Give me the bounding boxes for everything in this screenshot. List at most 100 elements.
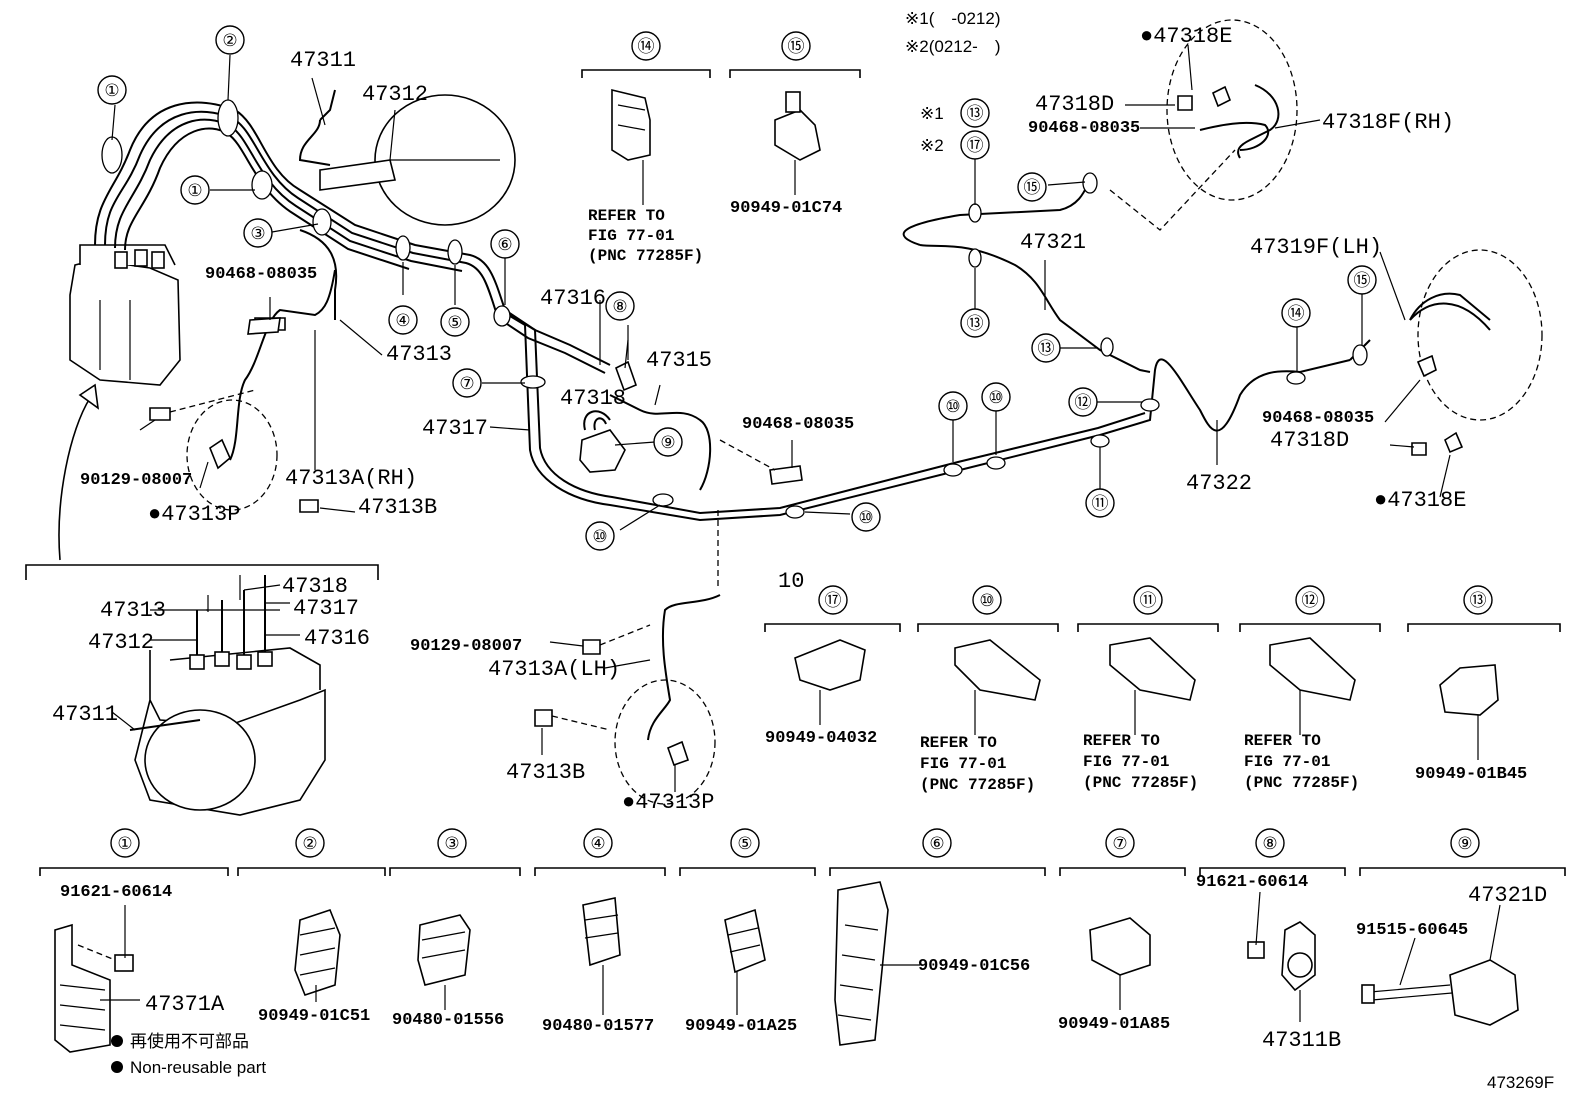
inset-label-47311: 47311 bbox=[52, 702, 118, 727]
mid-panel-callout: ⑫ bbox=[1302, 591, 1319, 610]
part-label-90129-08007: 90129-08007 bbox=[410, 637, 522, 656]
part-label-90468-08035: 90468-08035 bbox=[1262, 409, 1374, 428]
refer-line: (PNC 77285F) bbox=[920, 776, 1035, 794]
refer-line: REFER TO bbox=[920, 734, 997, 752]
callout-circles bbox=[97, 25, 1493, 858]
sensor-9-detail bbox=[579, 410, 626, 473]
rear-flex-hose-lh bbox=[1409, 249, 1543, 456]
refer-line: (PNC 77285F) bbox=[588, 247, 703, 265]
part-label-90949-01C56: 90949-01C56 bbox=[918, 957, 1030, 976]
part-label-90468-08035: 90468-08035 bbox=[742, 415, 854, 434]
part-label-47313P: ●47313P bbox=[148, 502, 240, 527]
callout-17: ⑰ bbox=[967, 136, 984, 155]
callout-4: ④ bbox=[395, 311, 410, 330]
part-label-47315: 47315 bbox=[646, 348, 712, 373]
callout-1: ① bbox=[104, 81, 119, 100]
part-label-47322: 47322 bbox=[1186, 471, 1252, 496]
top-panel-15-callout: ⑮ bbox=[788, 37, 805, 56]
refer-line: FIG 77-01 bbox=[1083, 753, 1169, 771]
callout-3: ③ bbox=[250, 224, 265, 243]
inset-labels: 47318 47313 47317 47312 47316 47311 bbox=[52, 574, 370, 727]
refer-line: (PNC 77285F) bbox=[1083, 774, 1198, 792]
bottom-panel-callout: ③ bbox=[444, 834, 459, 853]
abs-actuator-inset bbox=[25, 564, 379, 816]
clip-panel-11 bbox=[1077, 623, 1219, 735]
part-label-91621-60614: 91621-60614 bbox=[60, 883, 172, 902]
part-label-47318: 47318 bbox=[560, 386, 626, 411]
note-mark-1: ※1 bbox=[920, 104, 944, 123]
callout-13: ⑬ bbox=[1038, 339, 1055, 358]
callout-15: ⑮ bbox=[1354, 271, 1371, 290]
bullet-icon bbox=[111, 1061, 123, 1073]
part-label-47313B: 47313B bbox=[358, 495, 437, 520]
callout-13: ⑬ bbox=[967, 104, 984, 123]
part-label-90468-08035: 90468-08035 bbox=[205, 265, 317, 284]
callout-10: ⑩ bbox=[945, 397, 960, 416]
clip-panel-13 bbox=[1407, 623, 1561, 760]
callout-5: ⑤ bbox=[447, 313, 462, 332]
top-panel-14-callout: ⑭ bbox=[638, 37, 655, 56]
part-label-90949-04032: 90949-04032 bbox=[765, 729, 877, 748]
callout-2: ② bbox=[222, 31, 237, 50]
tube-clips-main bbox=[101, 99, 1368, 519]
abs-actuator-main bbox=[69, 244, 181, 386]
bullet-icon bbox=[111, 1035, 123, 1047]
note-2: ※2(0212- ) bbox=[905, 37, 1001, 56]
inset-label-47312: 47312 bbox=[88, 630, 154, 655]
bottom-panel-callout: ⑤ bbox=[737, 834, 752, 853]
inset-label-47316: 47316 bbox=[304, 626, 370, 651]
part-label-90480-01577: 90480-01577 bbox=[542, 1017, 654, 1036]
clip-90468-main bbox=[247, 317, 803, 485]
part-label-47318F-rh: 47318F(RH) bbox=[1322, 110, 1454, 135]
mid-panel-callout: ⑩ bbox=[979, 591, 994, 610]
refer-line: FIG 77-01 bbox=[1244, 753, 1330, 771]
callout-10: ⑩ bbox=[858, 508, 873, 527]
callout-11: ⑪ bbox=[1092, 494, 1109, 513]
callout-12: ⑫ bbox=[1075, 393, 1092, 412]
mid-panel-callout: ⑬ bbox=[1470, 591, 1487, 610]
legend-jp: 再使用不可部品 bbox=[130, 1031, 249, 1051]
part-label-47313A-lh: 47313A(LH) bbox=[488, 657, 620, 682]
part-label-47317: 47317 bbox=[422, 416, 488, 441]
part-labels: 47311 47312 47313 47316 47318 47315 4731… bbox=[80, 9, 1466, 815]
part-label-90468-08035: 90468-08035 bbox=[1028, 119, 1140, 138]
part-label-90949-01B45: 90949-01B45 bbox=[1415, 765, 1527, 784]
bottom-panel-callout: ⑦ bbox=[1112, 834, 1127, 853]
callout-8: ⑧ bbox=[612, 297, 627, 316]
bottom-panel-callout: ⑧ bbox=[1262, 834, 1277, 853]
callout-9: ⑨ bbox=[660, 433, 675, 452]
part-label-90949-01A85: 90949-01A85 bbox=[1058, 1015, 1170, 1034]
inset-label-47313: 47313 bbox=[100, 598, 166, 623]
part-label-47311: 47311 bbox=[290, 48, 356, 73]
bottom-panels bbox=[39, 867, 1566, 1053]
refer-line: (PNC 77285F) bbox=[1244, 774, 1359, 792]
callout-7: ⑦ bbox=[459, 374, 474, 393]
part-label-91621-60614: 91621-60614 bbox=[1196, 873, 1308, 892]
inset-label-47317: 47317 bbox=[293, 596, 359, 621]
bottom-panel-parts: 91621-60614 47371A 90949-01C51 90480-015… bbox=[60, 873, 1547, 1053]
part-label-47313B: 47313B bbox=[506, 760, 585, 785]
diagram-id: 473269F bbox=[1487, 1073, 1554, 1092]
bottom-panel-callout: ④ bbox=[590, 834, 605, 853]
part-label-47371A: 47371A bbox=[145, 992, 225, 1017]
callout-10: ⑩ bbox=[988, 388, 1003, 407]
callout-texts: ① ② ① ③ ④ ⑤ ⑥ ⑦ ⑧ ⑨ ⑩ ⑩ ⑩ ⑩ ⑪ ⑫ ⑬ ⑬ ⑰ ⑬ … bbox=[104, 31, 1486, 853]
part-label-90949-01C74: 90949-01C74 bbox=[730, 199, 842, 218]
note-mark-2: ※2 bbox=[920, 136, 944, 155]
part-label-47311B: 47311B bbox=[1262, 1028, 1341, 1053]
part-label-47313A-rh: 47313A(RH) bbox=[285, 466, 417, 491]
part-label-47318D: 47318D bbox=[1270, 428, 1349, 453]
mid-panel-parts: 90949-04032 90949-01B45 10 bbox=[765, 569, 1527, 784]
part-label-90949-01C51: 90949-01C51 bbox=[258, 1007, 370, 1026]
part-label-47313P: ●47313P bbox=[622, 790, 714, 815]
part-label-91515-60645: 91515-60645 bbox=[1356, 921, 1468, 940]
mid-panel-callout: ⑰ bbox=[825, 591, 842, 610]
callout-14: ⑭ bbox=[1288, 304, 1305, 323]
part-label-47318E: ●47318E bbox=[1374, 488, 1466, 513]
part-label-90129-08007: 90129-08007 bbox=[80, 471, 192, 490]
callout-13: ⑬ bbox=[967, 314, 984, 333]
part-label-47313: 47313 bbox=[386, 342, 452, 367]
top-panel-14 bbox=[581, 69, 711, 205]
part-label-47319F-lh: 47319F(LH) bbox=[1250, 235, 1382, 260]
